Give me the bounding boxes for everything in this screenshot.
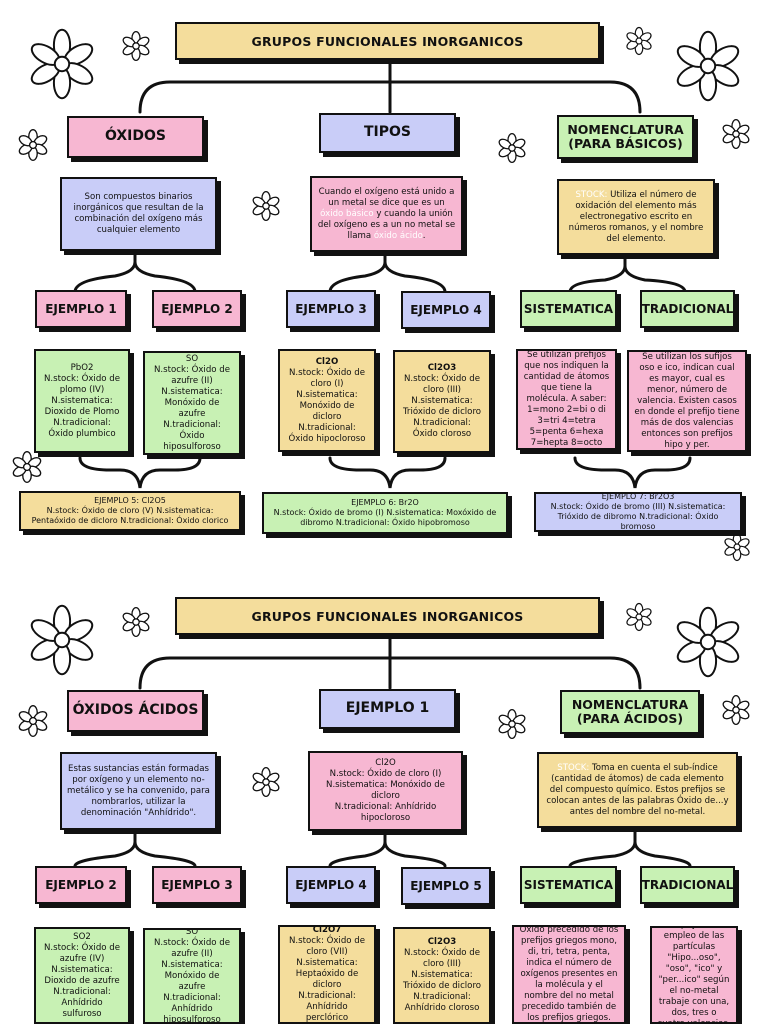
flower-icon	[722, 118, 750, 150]
example-1-label: EJEMPLO 1	[35, 290, 127, 328]
ejemplo-1-content: Cl2O N.stock: Óxido de cloro (I) N.siste…	[308, 751, 463, 831]
header-oxidos-acidos: ÓXIDOS ÁCIDOS	[67, 690, 204, 732]
flower-icon	[724, 532, 750, 562]
flower-icon	[722, 694, 750, 726]
example-3-label: EJEMPLO 3	[286, 290, 376, 328]
example-5-label-acidos: EJEMPLO 5	[401, 867, 491, 905]
flower-icon	[498, 708, 526, 740]
sistematica-label: SISTEMATICA	[520, 290, 617, 328]
example-2-content: SO N.stock: Óxido de azufre (II) N.siste…	[143, 351, 241, 455]
flower-icon	[30, 28, 94, 100]
example-6-content: EJEMPLO 6: Br2O N.stock: Óxido de bromo …	[262, 492, 508, 534]
flower-icon	[122, 606, 150, 638]
highlight-oxido-basico: óxido básico	[320, 208, 374, 219]
flower-icon	[626, 602, 652, 632]
flower-icon	[498, 132, 526, 164]
sistematica-label-acidos: SISTEMATICA	[520, 866, 617, 904]
tradicional-label: TRADICIONAL	[640, 290, 735, 328]
example-4-content-acidos: Cl2O7 N.stock: Óxido de cloro (VII) N.si…	[278, 925, 376, 1024]
flower-icon	[122, 30, 150, 62]
header-tipos: TIPOS	[319, 113, 456, 153]
example-3-label-acidos: EJEMPLO 3	[152, 866, 242, 904]
example-7-content: EJEMPLO 7: Br2O3 N.stock: Óxido de bromo…	[534, 492, 742, 532]
tradicional-content-acidos: Se apoya en el empleo de las partículas …	[650, 926, 738, 1024]
header-ejemplo-1: EJEMPLO 1	[319, 689, 456, 729]
flower-icon	[18, 129, 48, 161]
header-nomenclatura-basicos: NOMENCLATURA (PARA BÁSICOS)	[557, 115, 694, 159]
example-5-content-acidos: Cl2O3 N.stock: Óxido de cloro (III) N.si…	[393, 927, 491, 1024]
flower-icon	[18, 705, 48, 737]
top-title-banner: GRUPOS FUNCIONALES INORGANICOS	[175, 22, 600, 60]
example-5-content: EJEMPLO 5: Cl2O5 N.stock: Óxido de cloro…	[19, 491, 241, 531]
sistematica-content: Se utilizan prefijos que nos indiquen la…	[516, 349, 617, 450]
flower-icon	[252, 190, 280, 222]
header-nomenclatura-acidos: NOMENCLATURA (PARA ÁCIDOS)	[560, 690, 700, 734]
stock-label-acidos: STOCK:	[557, 762, 592, 773]
tradicional-label-acidos: TRADICIONAL	[640, 866, 735, 904]
flower-icon	[30, 604, 94, 676]
example-4-content: Cl2O3 N.stock: Óxido de cloro (III) N.si…	[393, 350, 491, 453]
desc-tipos: Cuando el oxígeno está unido a un metal …	[310, 176, 463, 252]
example-3-content-acidos: SO N.stock: Óxido de azufre (II) N.siste…	[143, 928, 241, 1024]
flower-icon	[626, 26, 652, 56]
stock-label: STOCK:	[575, 189, 611, 200]
desc-nomenclatura-acidos: STOCK: Toma en cuenta el sub-índice (can…	[537, 752, 738, 828]
sistematica-content-acidos: Óxido precedido de los prefijos griegos …	[512, 925, 626, 1024]
header-oxidos: ÓXIDOS	[67, 116, 204, 158]
tradicional-content: Se utilizan los sufijos oso e ico, indic…	[627, 350, 747, 452]
top-title: GRUPOS FUNCIONALES INORGANICOS	[251, 33, 524, 49]
example-2-content-acidos: SO2 N.stock: Óxido de azufre (IV) N.sist…	[34, 927, 130, 1024]
flower-icon	[676, 30, 740, 102]
bottom-title-banner: GRUPOS FUNCIONALES INORGANICOS	[175, 597, 600, 635]
bottom-title: GRUPOS FUNCIONALES INORGANICOS	[251, 608, 524, 624]
flower-icon	[252, 766, 280, 798]
flower-icon	[12, 451, 42, 483]
desc-nomenclatura-basicos: STOCK: Utiliza el número de oxidación de…	[557, 179, 715, 255]
flower-icon	[676, 606, 740, 678]
example-1-content: PbO2 N.stock: Óxido de plomo (IV) N.sist…	[34, 349, 130, 453]
desc-oxidos: Son compuestos binarios inorgánicos que …	[60, 177, 217, 251]
desc-oxidos-acidos: Estas sustancias están formadas por oxíg…	[60, 752, 217, 830]
example-4-label-acidos: EJEMPLO 4	[286, 866, 376, 904]
example-2-label-acidos: EJEMPLO 2	[35, 866, 127, 904]
example-3-content: Cl2O N.stock: Óxido de cloro (I) N.siste…	[278, 349, 376, 452]
example-2-label: EJEMPLO 2	[152, 290, 242, 328]
highlight-oxido-acido: óxido ácido	[373, 230, 423, 241]
example-4-label: EJEMPLO 4	[401, 291, 491, 329]
